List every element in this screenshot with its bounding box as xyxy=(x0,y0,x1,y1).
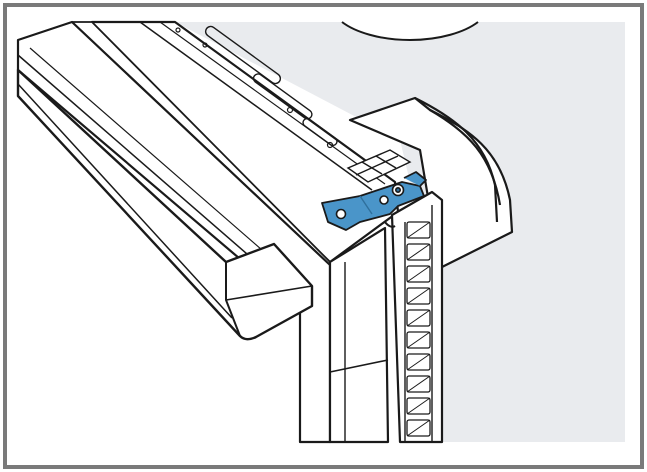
bracket-lattice xyxy=(406,221,431,437)
door-handle xyxy=(16,68,314,341)
hinge-screw-icon xyxy=(335,183,405,220)
lattice-strut xyxy=(406,331,431,349)
backdrop xyxy=(175,22,625,442)
lattice-strut xyxy=(406,265,431,283)
lattice-strut xyxy=(406,243,431,261)
lattice-strut xyxy=(406,375,431,393)
unit-front-edge xyxy=(328,226,390,444)
gap-notch xyxy=(384,221,396,228)
lattice-strut xyxy=(406,397,431,415)
background-curve xyxy=(341,21,479,42)
lattice-strut xyxy=(406,419,431,437)
lattice-strut xyxy=(406,309,431,327)
lattice-strut xyxy=(406,287,431,305)
lattice-strut xyxy=(406,353,431,371)
lattice-strut xyxy=(406,221,431,239)
corner-lattice xyxy=(346,149,412,183)
